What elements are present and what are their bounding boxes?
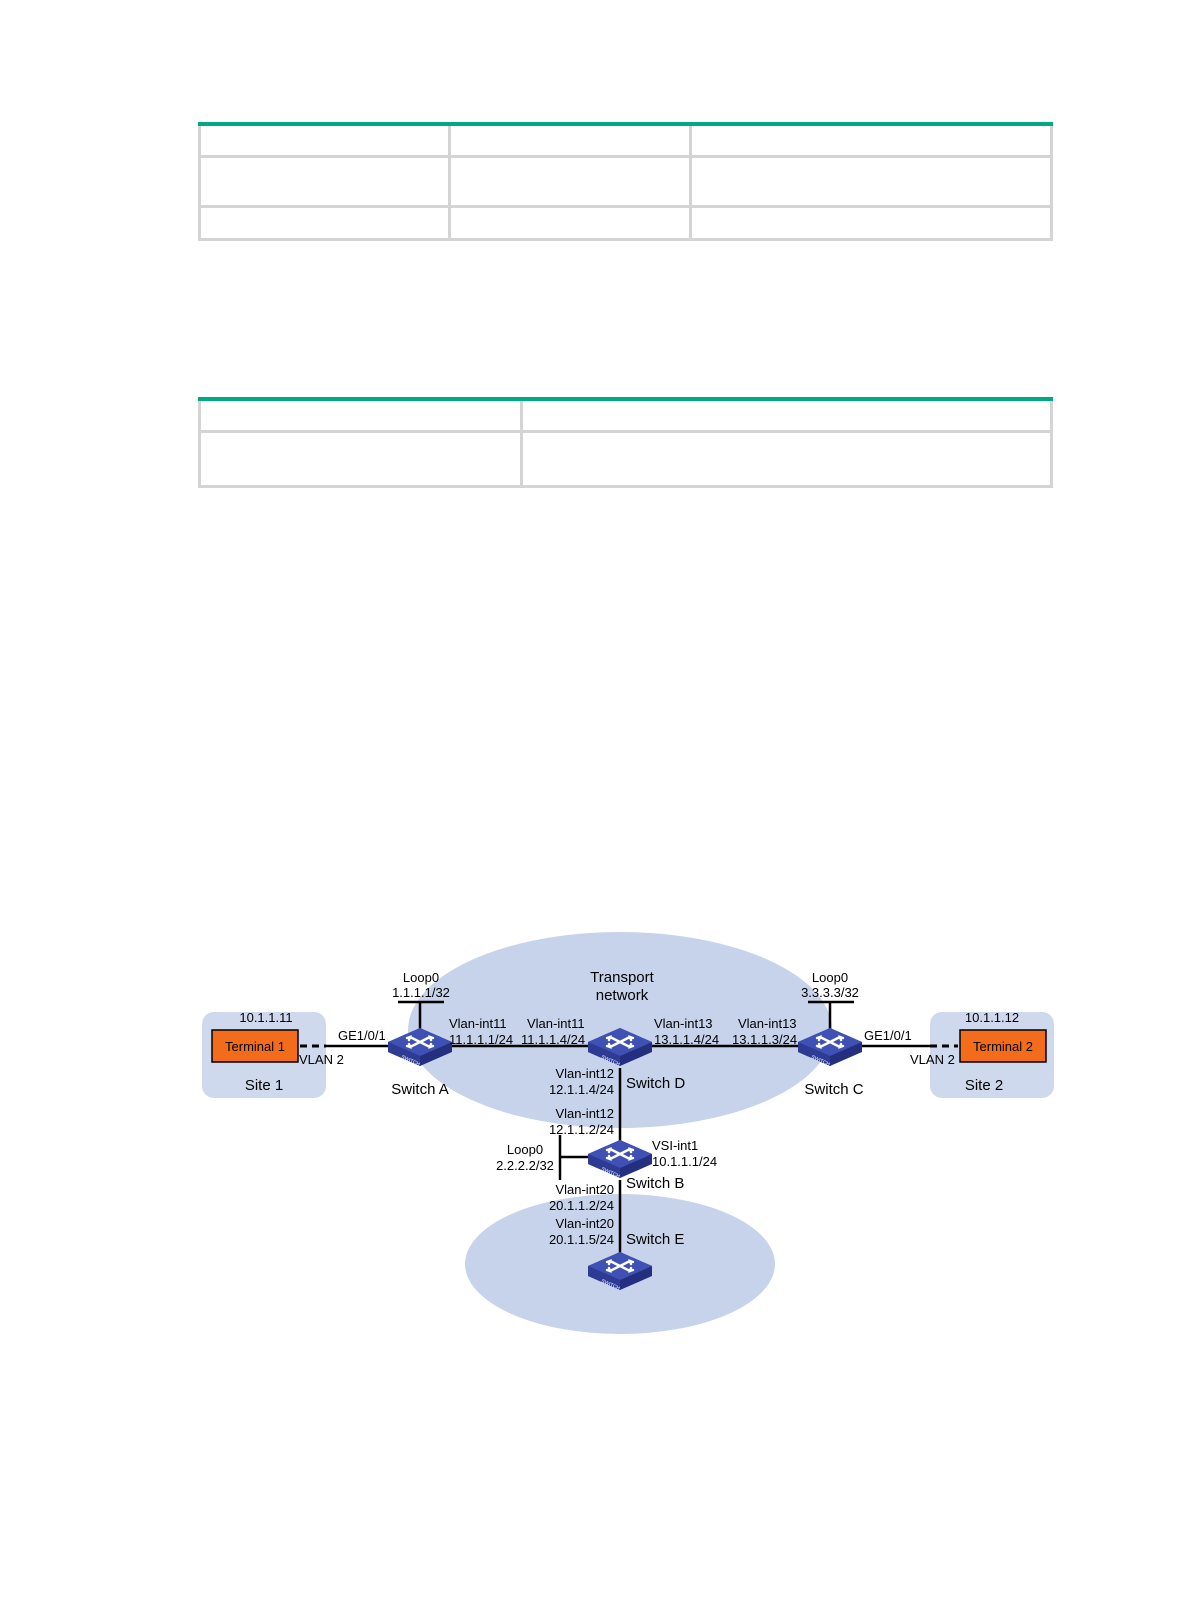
- terminal-2-label: Terminal 2: [973, 1039, 1033, 1054]
- switch-a-port: GE1/0/1: [338, 1028, 386, 1043]
- terminal-1-box[interactable]: [211, 1029, 299, 1063]
- switch-d-vlan13-ip: 13.1.1.4/24: [654, 1032, 719, 1047]
- switch-d-vlan12-if: Vlan-int12: [555, 1066, 614, 1081]
- site-2-ip: 10.1.1.12: [965, 1010, 1019, 1025]
- table-cell: [448, 204, 692, 241]
- switch-a-loop-name: Loop0: [403, 970, 439, 985]
- switch-b-vsi-if: VSI-int1: [652, 1138, 698, 1153]
- site-1-ip: 10.1.1.11: [239, 1010, 292, 1025]
- table-cell: [520, 429, 1053, 488]
- table-cell: [198, 429, 523, 488]
- table-row: [198, 122, 1053, 158]
- switch-d-vlan13-if: Vlan-int13: [654, 1016, 713, 1031]
- switch-b-loop-name: Loop0: [507, 1142, 543, 1157]
- table-cell: [198, 154, 451, 208]
- switch-c-loop-name: Loop0: [812, 970, 848, 985]
- table-cell: [448, 122, 692, 158]
- table-cell: [520, 397, 1053, 433]
- switch-b-vlan20-if: Vlan-int20: [555, 1182, 614, 1197]
- switch-d-vlan11-ip: 11.1.1.4/24: [521, 1032, 585, 1047]
- switch-c-vlan-if: Vlan-int13: [738, 1016, 797, 1031]
- links: [326, 1000, 930, 1254]
- site-2-vlan: VLAN 2: [910, 1052, 955, 1067]
- table-row: [198, 397, 1053, 433]
- table-row: [198, 429, 1053, 488]
- switch-c-port: GE1/0/1: [864, 1028, 912, 1043]
- table-cell: [689, 154, 1053, 208]
- switch-d-vlan12-ip: 12.1.1.4/24: [549, 1082, 614, 1097]
- switch-d-vlan11-if: Vlan-int11: [527, 1016, 585, 1031]
- switch-a-vlan-ip: 11.1.1.1/24: [449, 1032, 513, 1047]
- table-row: [198, 154, 1053, 208]
- table-cell: [689, 122, 1053, 158]
- switch-b-vsi-ip: 10.1.1.1/24: [652, 1154, 717, 1169]
- table-cell: [448, 154, 692, 208]
- transport-label-2: network: [596, 987, 649, 1004]
- table-cell: [689, 204, 1053, 241]
- site-1-label: Site 1: [245, 1077, 283, 1094]
- switch-b-label: Switch B: [626, 1175, 684, 1192]
- site-2-label: Site 2: [965, 1077, 1003, 1094]
- switch-b-vlan12-ip: 12.1.1.2/24: [549, 1122, 614, 1137]
- table-cell: [198, 204, 451, 241]
- table-cell: [198, 397, 523, 433]
- switch-e-vlan20-if: Vlan-int20: [555, 1216, 614, 1231]
- switch-e-label: Switch E: [626, 1231, 684, 1248]
- switch-c-loop-ip: 3.3.3.3/32: [801, 985, 859, 1000]
- switch-a-loop-ip: 1.1.1.1/32: [392, 985, 450, 1000]
- switch-b-vlan20-ip: 20.1.1.2/24: [549, 1198, 614, 1213]
- table-1: [198, 122, 1053, 241]
- terminal-1-label: Terminal 1: [225, 1039, 285, 1054]
- switch-a-vlan-if: Vlan-int11: [449, 1016, 507, 1031]
- switch-b-icon[interactable]: [586, 1138, 654, 1182]
- switch-d-label: Switch D: [626, 1075, 685, 1092]
- switch-e-vlan20-ip: 20.1.1.5/24: [549, 1232, 614, 1247]
- transport-label-1: Transport: [590, 969, 654, 986]
- switch-b-vlan12-if: Vlan-int12: [555, 1106, 614, 1121]
- table-row: [198, 204, 1053, 241]
- switch-c-vlan-ip: 13.1.1.3/24: [732, 1032, 797, 1047]
- table-2: [198, 397, 1053, 488]
- site-1-vlan: VLAN 2: [299, 1052, 344, 1067]
- terminal-2-box[interactable]: [959, 1029, 1047, 1063]
- switch-c-label: Switch C: [804, 1081, 863, 1098]
- switch-b-loop-ip: 2.2.2.2/32: [496, 1158, 554, 1173]
- table-cell: [198, 122, 451, 158]
- switch-a-label: Switch A: [391, 1081, 449, 1098]
